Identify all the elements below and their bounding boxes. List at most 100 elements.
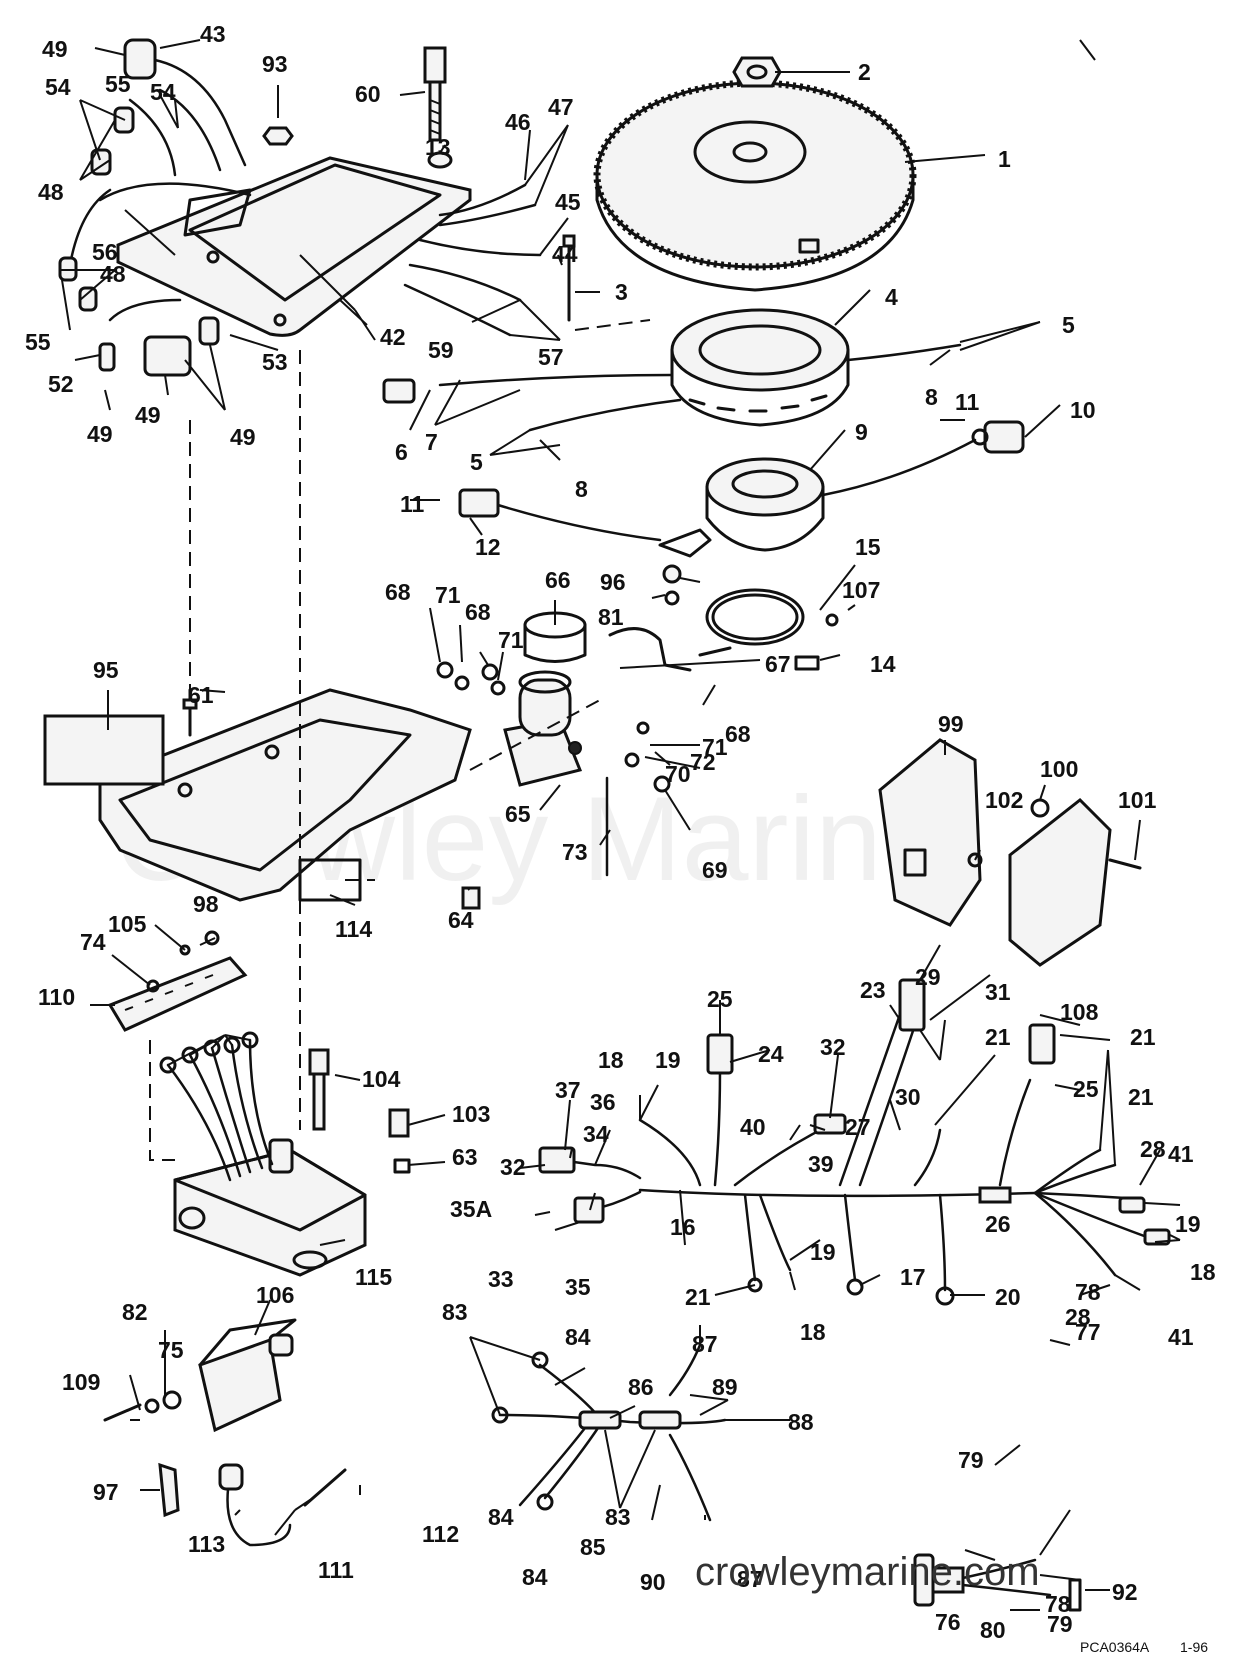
callout: 115 [355,1264,392,1290]
callout: 55 [25,329,51,355]
callout: 18 [1190,1259,1216,1285]
callout: 72 [690,749,716,775]
callout: 74 [80,929,106,955]
callout: 53 [262,349,288,375]
callout: 11 [955,389,980,415]
bolt [308,1048,330,1131]
callout: 3 [615,279,628,305]
callout: 10 [1070,397,1096,423]
callout: 97 [93,1479,119,1505]
callout: 70 [665,761,691,787]
retaining-ring [705,588,805,646]
revision-date: 1-96 [1180,1639,1208,1655]
screw [825,613,839,627]
stator [670,308,850,427]
callout: 21 [685,1284,711,1310]
washer [490,680,506,696]
callout: 87 [692,1331,718,1357]
callout: 44 [552,241,578,267]
callout: 59 [428,337,454,363]
callout: 96 [600,569,626,595]
callout: 35A [450,1196,492,1222]
callout: 68 [725,721,751,747]
callout: 79 [958,1447,984,1473]
stator-lead [846,343,962,362]
wire-lead [438,183,527,217]
solenoid-strap [608,627,692,672]
callout: 57 [538,344,564,370]
ignition-base-plate [98,688,472,902]
jumper-harness [491,1343,727,1522]
callout: 93 [262,51,288,77]
callout: 18 [800,1319,826,1345]
callout: 36 [590,1089,616,1115]
terminal-block [107,956,248,1032]
callout: 39 [808,1151,834,1177]
callout: 110 [38,984,75,1010]
connector-plug [98,316,220,377]
callout: 16 [670,1214,696,1240]
callout: 109 [62,1369,100,1395]
callout: 25 [1073,1076,1099,1102]
decal-label [43,714,165,786]
callout: 63 [452,1144,478,1170]
module-lead [166,1063,232,1182]
rectifier [1008,797,1112,967]
callout: 68 [465,599,491,625]
callout: 86 [628,1374,654,1400]
callout: 5 [1062,312,1075,338]
ground-strap [158,1462,180,1518]
clip [461,886,481,910]
callout: 104 [362,1066,401,1092]
callout: 24 [758,1041,784,1067]
nut [436,661,454,679]
callout: 47 [548,94,574,120]
nut [262,126,294,146]
callout: 25 [707,986,733,1012]
screw [1108,858,1142,870]
callout: 20 [995,1284,1021,1310]
module-lead [230,1043,264,1170]
callout: 95 [93,657,119,683]
callout: 107 [842,577,880,603]
callout: 112 [422,1521,459,1547]
callout: 90 [640,1569,666,1595]
charge-coil [658,457,825,558]
callout: 41 [1168,1324,1194,1350]
callout: 8 [925,384,938,410]
callout: 40 [740,1114,766,1140]
leader-lines [60,39,1181,1611]
callout: 85 [580,1534,606,1560]
callout: 37 [555,1077,581,1103]
callout: 78 [1075,1279,1101,1305]
charge-coil-lead [496,503,662,542]
drawing-code: PCA0364A [1080,1639,1150,1655]
callout: 49 [87,421,113,447]
connector [458,488,500,518]
callout: 41 [1168,1141,1194,1167]
callout: 98 [193,891,219,917]
alignment-line [149,1040,175,1161]
callout: 105 [108,911,147,937]
callout: 79 [1047,1611,1073,1637]
callout: 48 [100,261,126,287]
callout: 49 [230,424,256,450]
callout: 29 [915,964,941,990]
callout: 92 [1112,1579,1138,1605]
callout: 54 [150,79,176,105]
clip [393,1158,411,1174]
wire-lead [408,263,522,302]
module-lead [248,1038,274,1166]
callout: 114 [335,916,372,942]
stator-lead [528,398,682,432]
high-tension-lead [226,1473,292,1547]
callout: 2 [858,59,871,85]
callout-labels: 1 2 3 4 5 5 6 7 8 8 9 10 11 11 12 13 14 … [25,21,1216,1643]
callout: 32 [820,1034,846,1060]
callout: 83 [442,1299,468,1325]
callout: 28 [1140,1136,1166,1162]
callout: 77 [1075,1319,1101,1345]
callout: 52 [48,371,74,397]
callout: 83 [605,1504,631,1530]
callout: 73 [562,839,588,865]
